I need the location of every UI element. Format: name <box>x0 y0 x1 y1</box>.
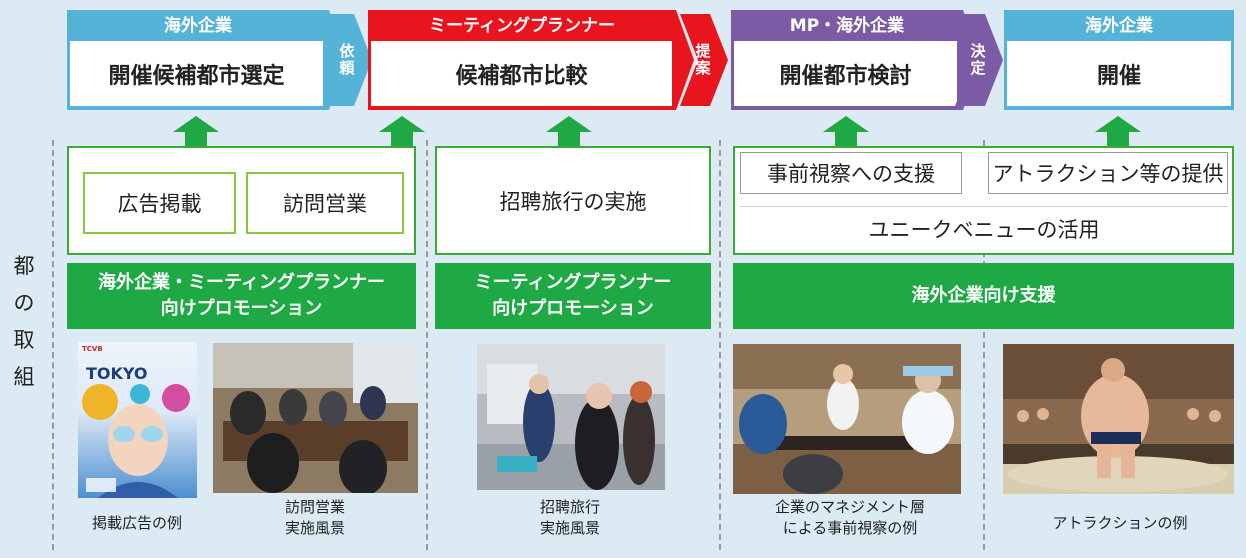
connector-3: 決 定 <box>955 14 1003 106</box>
divider <box>983 140 985 550</box>
up-arrow-icon <box>379 116 425 146</box>
col2-promotion-bar: ミーティングプランナー 向けプロモーション <box>435 263 711 329</box>
flyer-city: TOKYO <box>86 364 148 383</box>
caption-fam-line-2: 実施風景 <box>539 519 600 537</box>
stage-1-task: 開催候補都市選定 <box>108 63 285 89</box>
divider <box>426 140 428 550</box>
attraction-photo <box>1003 344 1234 494</box>
col1-promotion-bar: 海外企業・ミーティングプランナー 向けプロモーション <box>67 263 416 329</box>
unique-venue-use: ユニークベニューの活用 <box>740 206 1228 250</box>
up-arrow-icon <box>823 116 869 146</box>
side-label-char: 都 <box>13 254 35 278</box>
col2-bar-line-2: 向けプロモーション <box>492 298 654 319</box>
caption-fam-line-1: 招聘旅行 <box>539 498 600 516</box>
flyer-org: TCVB <box>82 345 103 353</box>
flyer-illustration <box>82 384 190 498</box>
stage-2: ミーティングプランナー 候補都市比較 <box>368 10 694 110</box>
col3-support-bar: 海外企業向け支援 <box>733 263 1234 329</box>
stage-3-role: MP・海外企業 <box>789 16 905 36</box>
stage-3-task: 開催都市検討 <box>779 63 912 89</box>
caption-ad: 掲載広告の例 <box>91 514 182 532</box>
divider <box>719 140 721 550</box>
stage-2-role: ミーティングプランナー <box>429 16 615 36</box>
stage-1-role: 海外企業 <box>164 16 232 36</box>
caption-visit-line-1: 訪問営業 <box>284 498 345 516</box>
connector-1-char-2: 頼 <box>339 59 355 77</box>
connector-2-char-2: 案 <box>695 59 711 77</box>
stage-1: 海外企業 開催候補都市選定 <box>67 10 346 110</box>
ad-placement-box: 広告掲載 <box>83 172 236 234</box>
fam-trip-photo <box>477 344 665 490</box>
caption-inspection-line-1: 企業のマネジメント層 <box>774 498 925 516</box>
up-arrow-icon <box>173 116 219 146</box>
side-label-char: 組 <box>13 365 35 389</box>
col2-bar-line-1: ミーティングプランナー <box>474 272 672 293</box>
stage-1-chevron <box>67 10 346 110</box>
caption-inspection-line-2: による事前視察の例 <box>782 519 918 537</box>
attraction-provision: アトラクション等の提供 <box>988 152 1228 194</box>
stage-4: 海外企業 開催 <box>1004 10 1234 110</box>
caption-attraction: アトラクションの例 <box>1052 514 1188 532</box>
ad-flyer-image: TCVB TOKYO <box>78 342 197 498</box>
stage-3: MP・海外企業 開催都市検討 <box>731 10 981 110</box>
site-inspection-photo <box>733 344 961 494</box>
connector-1: 依 頼 <box>324 14 372 106</box>
connector-3-char-2: 定 <box>970 59 986 77</box>
caption-visit-line-2: 実施風景 <box>284 519 345 537</box>
stage-2-task: 候補都市比較 <box>455 63 588 89</box>
connector-2-char-1: 提 <box>695 42 711 60</box>
side-label-char: 取 <box>13 328 35 352</box>
stage-4-role: 海外企業 <box>1085 16 1153 36</box>
caption-fam-trip: 招聘旅行 実施風景 <box>505 497 635 539</box>
divider <box>52 140 54 550</box>
col3-activity-box <box>733 146 1234 255</box>
connector-1-char-1: 依 <box>339 42 355 60</box>
stage-4-task: 開催 <box>1096 63 1141 89</box>
connector-3-char-1: 決 <box>970 42 986 60</box>
fam-trip-box: 招聘旅行の実施 <box>435 146 711 255</box>
site-inspection-support: 事前視察への支援 <box>740 152 962 194</box>
side-label-char: の <box>13 291 35 315</box>
caption-visit: 訪問営業 実施風景 <box>250 497 380 539</box>
sales-visit-photo <box>213 343 418 493</box>
connector-2: 提 案 <box>680 14 728 106</box>
up-arrow-icon <box>546 116 592 146</box>
col1-bar-line-1: 海外企業・ミーティングプランナー <box>98 272 385 293</box>
col1-bar-line-2: 向けプロモーション <box>160 298 323 319</box>
up-arrow-icon <box>1095 116 1141 146</box>
sales-visit-box: 訪問営業 <box>246 172 404 234</box>
caption-inspection: 企業のマネジメント層 による事前視察の例 <box>755 497 945 539</box>
side-label: 都 の 取 組 <box>6 248 42 396</box>
